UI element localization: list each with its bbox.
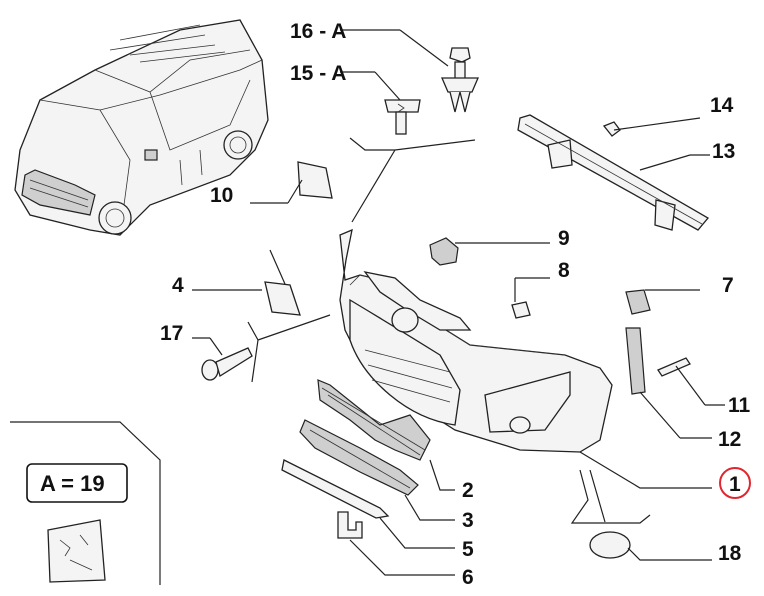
callout-3: 3 — [462, 509, 474, 532]
part-12-strip — [625, 327, 646, 395]
vehicle-illustration — [14, 19, 269, 236]
part-2-upper-grille — [317, 379, 431, 461]
legend-box — [26, 463, 128, 503]
callout-9: 9 — [558, 227, 570, 250]
part-5-trim-strip — [281, 459, 390, 519]
callout-2: 2 — [462, 479, 474, 502]
part-15-screw — [384, 99, 421, 135]
part-4-cover — [264, 281, 301, 316]
callout-18: 18 — [718, 542, 742, 565]
callout-15: 15 - A — [290, 62, 346, 85]
part-7-bracket — [625, 289, 651, 315]
part-13-bar — [517, 114, 709, 231]
part-3-lower-grille — [299, 419, 419, 496]
callout-12: 12 — [718, 428, 741, 451]
accessory-bag-illustration — [47, 519, 106, 583]
part-16-push-clip — [441, 47, 479, 113]
part-10-cover — [297, 161, 333, 199]
callout-10: 10 — [210, 184, 233, 207]
part-14-clip — [602, 121, 621, 137]
part-11-rivet — [657, 357, 691, 377]
part-17-screw — [201, 347, 253, 381]
callout-1: 1 — [729, 473, 741, 496]
part-18-plug — [589, 531, 631, 559]
callout-5: 5 — [462, 538, 474, 561]
callout-11: 11 — [728, 394, 751, 417]
callout-8: 8 — [558, 259, 570, 282]
callout-1-highlight-ring — [719, 467, 751, 499]
part-9-bracket — [429, 237, 459, 266]
part-6-clip — [337, 511, 363, 539]
callout-13: 13 — [712, 140, 735, 163]
legend-text: A = 19 — [40, 471, 105, 496]
part-8-clip — [511, 301, 531, 319]
callout-6: 6 — [462, 566, 474, 589]
callout-17: 17 — [160, 322, 183, 345]
callout-4: 4 — [172, 274, 184, 297]
part-1-bumper — [339, 228, 613, 453]
legend-frame — [10, 421, 161, 585]
callout-7: 7 — [722, 274, 734, 297]
callout-16: 16 - A — [290, 20, 346, 43]
callout-14: 14 — [710, 94, 734, 117]
